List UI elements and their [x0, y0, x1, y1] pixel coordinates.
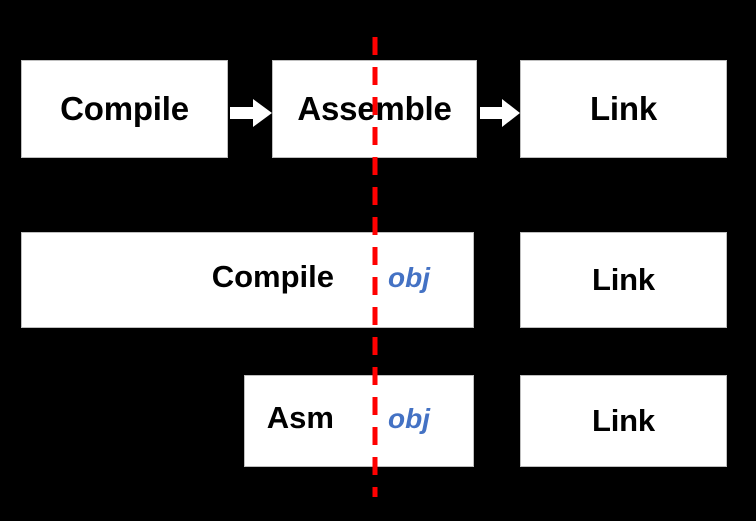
box-link-stage-2[interactable]: Link: [520, 232, 727, 328]
box-asm-stage[interactable]: Asm obj: [244, 375, 474, 467]
box-label-compile-direct: Compile: [211, 259, 334, 294]
box-link-stage-3[interactable]: Link: [520, 375, 727, 467]
box-compile-direct-stage[interactable]: Compile obj: [21, 232, 474, 328]
red-dashed-divider-line: [372, 37, 378, 497]
box-link-stage[interactable]: Link: [520, 60, 727, 158]
box-label-link-3: Link: [592, 403, 655, 438]
box-label-compile: Compile: [60, 90, 189, 127]
box-label-link: Link: [589, 90, 658, 127]
arrow-compile-to-assemble-icon: [230, 99, 272, 127]
artifact-label-obj-asm: obj: [388, 403, 430, 434]
box-label-link-2: Link: [592, 262, 655, 297]
box-label-asm: Asm: [266, 400, 334, 435]
box-compile-stage[interactable]: Compile: [21, 60, 228, 158]
artifact-label-obj-compile: obj: [388, 262, 430, 293]
arrow-assemble-to-link-icon: [480, 99, 520, 127]
